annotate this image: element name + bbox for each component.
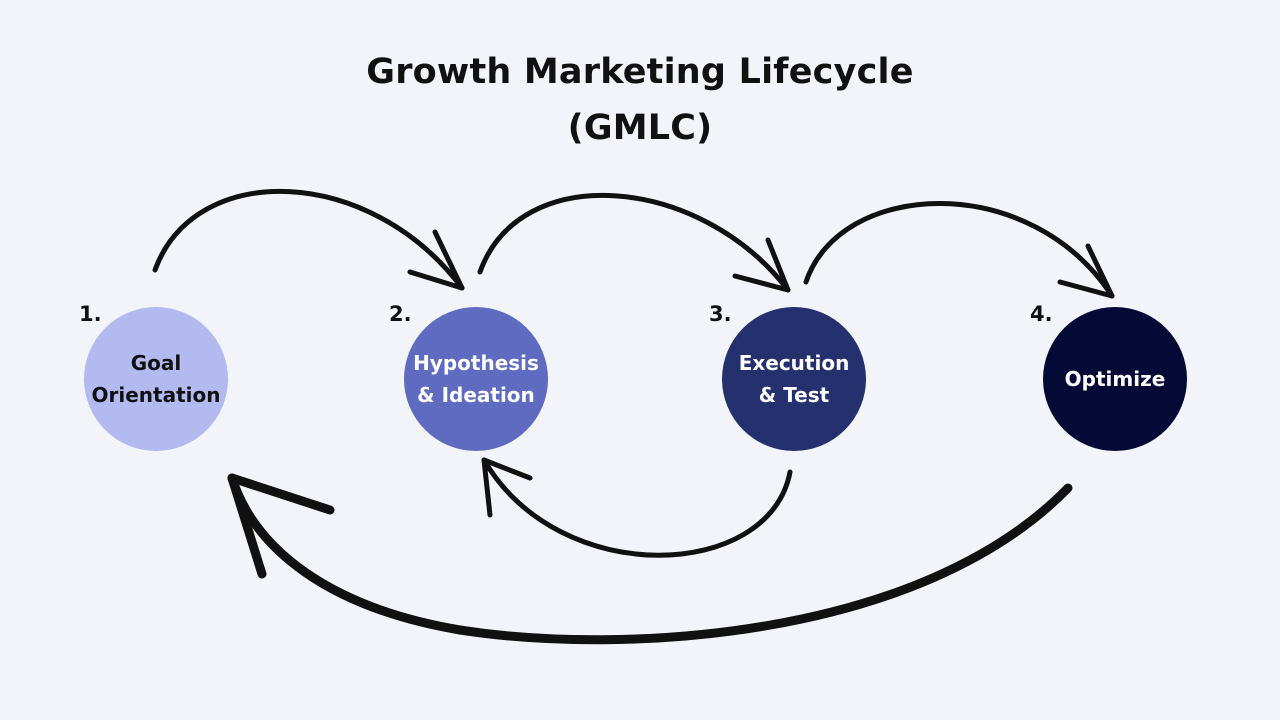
step-4-label-line1: Optimize — [1064, 367, 1166, 391]
step-1-number: 1. — [79, 302, 102, 326]
arrow-hypothesis-to-execution — [477, 192, 791, 293]
diagram-title-line1: Growth Marketing Lifecycle — [366, 52, 914, 92]
step-3-number: 3. — [709, 302, 732, 326]
step-4-number: 4. — [1030, 302, 1053, 326]
step-2-label-line1: Hypothesis — [413, 351, 539, 375]
step-1-label-line2: Orientation — [91, 383, 221, 407]
step-3-label-line2: & Test — [758, 383, 830, 407]
diagram-title-line2: (GMLC) — [567, 108, 713, 148]
step-node-label: Execution & Test — [739, 347, 850, 411]
arrowhead-execution-to-hypothesis — [481, 457, 533, 518]
arrow-goal-to-hypothesis — [152, 189, 465, 291]
arrowhead-optimize-to-goal — [227, 473, 335, 579]
step-node-label: Hypothesis & Ideation — [413, 347, 539, 411]
step-node-goal-orientation: Goal Orientation — [84, 307, 228, 451]
step-node-label: Optimize — [1065, 363, 1166, 395]
arrowhead-goal-to-hypothesis — [407, 229, 465, 291]
step-2-label-line2: & Ideation — [417, 383, 535, 407]
arrow-execution-to-hypothesis — [481, 457, 793, 558]
step-3-label-line1: Execution — [738, 351, 850, 375]
step-node-hypothesis-ideation: Hypothesis & Ideation — [404, 307, 548, 451]
arrow-execution-to-optimize — [803, 201, 1115, 299]
step-node-execution-test: Execution & Test — [722, 307, 866, 451]
step-1-label-line1: Goal — [130, 351, 182, 375]
step-node-optimize: Optimize — [1043, 307, 1187, 451]
arrowhead-hypothesis-to-execution — [732, 237, 791, 293]
step-2-number: 2. — [389, 302, 412, 326]
arrow-optimize-to-goal — [227, 473, 1073, 645]
step-node-label: Goal Orientation — [92, 347, 221, 411]
arrowhead-execution-to-optimize — [1057, 243, 1115, 299]
